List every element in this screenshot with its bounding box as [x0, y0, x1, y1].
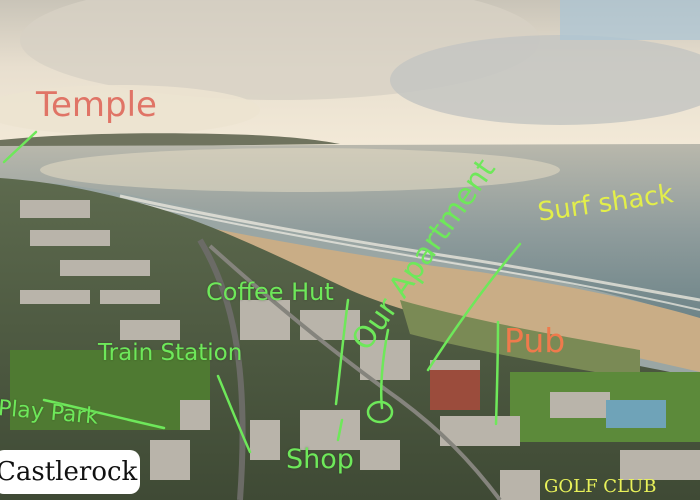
- annotation-strokes: [2, 130, 522, 454]
- blue-sky-patch: [560, 0, 700, 40]
- beach: [200, 226, 700, 372]
- sea-glare: [40, 148, 560, 192]
- train-station-pointer: [216, 374, 252, 454]
- surf-shack-pointer: [426, 242, 522, 372]
- apartment-circle: [366, 400, 394, 424]
- town-name: Castlerock: [0, 457, 138, 487]
- coffee-hut-pointer: [334, 298, 350, 406]
- shop-label: Shop: [286, 444, 354, 475]
- railway: [197, 238, 246, 500]
- surf-line: [119, 194, 700, 302]
- golf-club-label: GOLF CLUB: [544, 476, 657, 497]
- pub-pointer: [494, 320, 500, 426]
- blue-roof-building: [606, 400, 666, 428]
- cloud: [0, 85, 260, 135]
- distant-headland: [0, 133, 340, 148]
- play-park-pointer: [42, 398, 166, 430]
- surf-line: [139, 203, 700, 311]
- road: [208, 244, 502, 500]
- shop-pointer: [336, 418, 344, 442]
- town-name-badge: Castlerock: [0, 450, 140, 494]
- temple-label: Temple: [36, 85, 157, 125]
- red-roof-building: [430, 370, 480, 410]
- train-station-label: Train Station: [98, 340, 243, 366]
- cloud: [390, 35, 700, 125]
- pub-label: Pub: [504, 321, 566, 360]
- dunes: [400, 300, 640, 380]
- housing: [20, 200, 700, 500]
- temple-pointer: [2, 130, 38, 164]
- coffee-hut-label: Coffee Hut: [206, 278, 334, 306]
